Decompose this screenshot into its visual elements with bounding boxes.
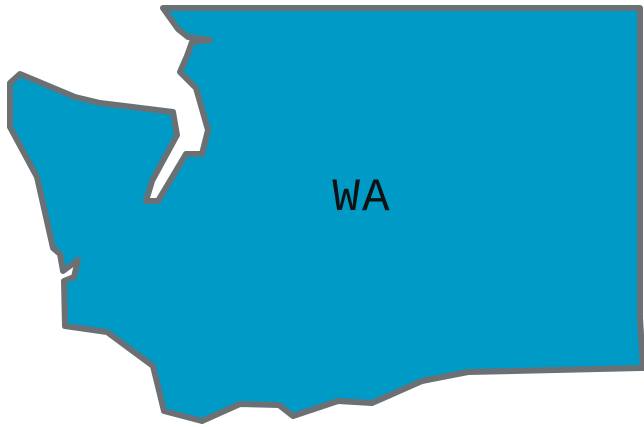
washington-state-shape[interactable] — [7, 5, 644, 424]
state-abbreviation-label: WA — [332, 172, 391, 224]
